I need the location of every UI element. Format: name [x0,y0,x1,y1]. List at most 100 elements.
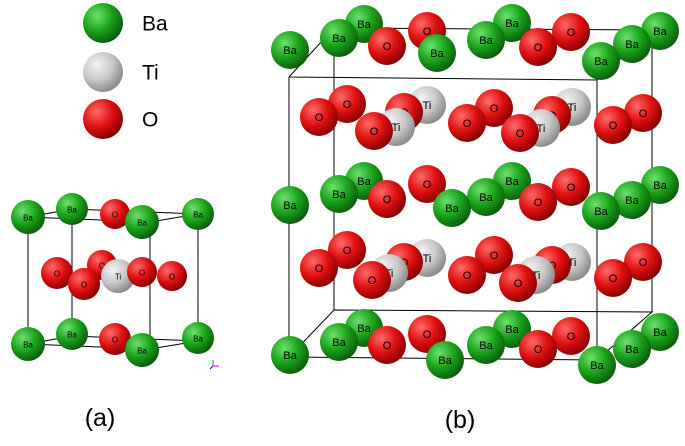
ba-atom-label: Ba [283,45,297,57]
o-sphere [328,231,366,269]
o-sphere [519,28,557,66]
o-sphere [448,256,486,294]
o-sphere [624,243,662,281]
o-atom-label: O [490,103,499,115]
ba-atom-label: Ba [67,206,77,215]
cell-b-o-atom: O [448,104,486,142]
o-atom-label: O [315,263,324,275]
ti-swatch [83,52,123,92]
cell-b-ba-atom: Ba [320,323,358,361]
ba-atom-label: Ba [23,214,33,223]
o-sphere [100,199,130,229]
legend-item-ba: Ba [83,3,168,43]
cell-b-ba-atom: Ba [271,186,309,224]
o-sphere [127,257,157,287]
o-atom-label: O [423,179,432,191]
o-sphere [519,183,557,221]
o-sphere [99,323,131,355]
cell-b-ba-atom: Ba [641,313,679,351]
ti-atom-label: Ti [532,270,541,282]
cell-b-o-atom: O [475,236,513,274]
o-sphere [594,259,632,297]
ba-atom-label: Ba [594,56,608,68]
o-atom-label: O [490,250,499,262]
o-atom-label: O [516,128,525,140]
ba-sphere [613,330,651,368]
cell-b-o-atom: O [519,183,557,221]
cell-b-o-atom: O [594,259,632,297]
legend-item-ti: Ti [83,52,159,92]
ba-sphere [582,192,620,230]
o-sphere [552,317,590,355]
cell-b-o-atom: O [408,165,446,203]
ba-atom-label: Ba [479,192,493,204]
cell-b-ba-atom: Ba [426,341,464,379]
cell-b-o-atom: O [300,249,338,287]
o-sphere [519,330,557,368]
o-atom-label: O [534,197,543,209]
ba-swatch [83,3,123,43]
ba-sphere [582,42,620,80]
o-atom-label: O [463,270,472,282]
ti-atom-label: Ti [568,102,577,114]
ba-sphere [433,189,471,227]
o-sphere [41,257,73,289]
cell-b-ba-atom: Ba [271,31,309,69]
o-atom-label: O [315,112,324,124]
o-atom-label: O [169,273,175,282]
ti-atom-label: Ti [568,257,577,269]
cell-b-o-atom: O [501,114,539,152]
cell-b-o-atom: O [368,326,406,364]
ba-sphere [426,341,464,379]
cell-b-ba-atom: Ba [578,346,616,384]
ba-atom-label: Ba [430,48,444,60]
ba-sphere [56,193,88,225]
ba-sphere [641,313,679,351]
cell-b-ba-atom: Ba [582,42,620,80]
ti-atom-label: Ti [392,122,401,134]
ba-atom-label: Ba [445,203,459,215]
ba-sphere [613,25,651,63]
o-atom-label: O [534,344,543,356]
ba-atom-label: Ba [594,206,608,218]
cell-b-ba-atom: Ba [613,181,651,219]
o-sphere [355,112,393,150]
o-atom-label: O [567,182,576,194]
cell-a-ba-atom: Ba [56,193,88,225]
ba-sphere [320,323,358,361]
ba-sphere [467,21,505,59]
o-atom-label: O [639,108,648,120]
ba-atom-label: Ba [67,331,77,340]
cell-b-ba-atom: Ba [467,21,505,59]
ti-atom-label: Ti [537,123,546,135]
o-sphere [368,326,406,364]
cell-a-o-atom: O [41,257,73,289]
o-sphere [300,98,338,136]
o-sphere [353,261,391,299]
ba-sphere [11,200,45,234]
o-atom-label: O [423,329,432,341]
ba-atom-label: Ba [193,335,203,344]
o-atom-label: O [383,41,392,53]
ba-atom-label: Ba [357,176,371,188]
ba-atom-label: Ba [653,26,667,38]
o-atom-label: O [112,336,118,345]
o-sphere [368,27,406,65]
axis-marker [209,360,219,370]
legend-label-ba: Ba [142,13,168,36]
o-atom-label: O [383,194,392,206]
ba-sphere [271,336,309,374]
ba-atom-label: Ba [625,39,639,51]
ba-sphere [271,31,309,69]
cell-b-o-atom: O [552,13,590,51]
o-atom-label: O [139,269,145,278]
legend-item-o: O [83,99,158,139]
element-legend: Ba Ti O [83,3,168,139]
o-sphere [368,180,406,218]
o-atom-label: O [343,245,352,257]
o-sphere [552,168,590,206]
ba-atom-label: Ba [193,211,203,220]
ba-atom-label: Ba [505,176,519,188]
ti-atom-label: Ti [423,253,432,265]
ba-sphere [11,327,45,361]
